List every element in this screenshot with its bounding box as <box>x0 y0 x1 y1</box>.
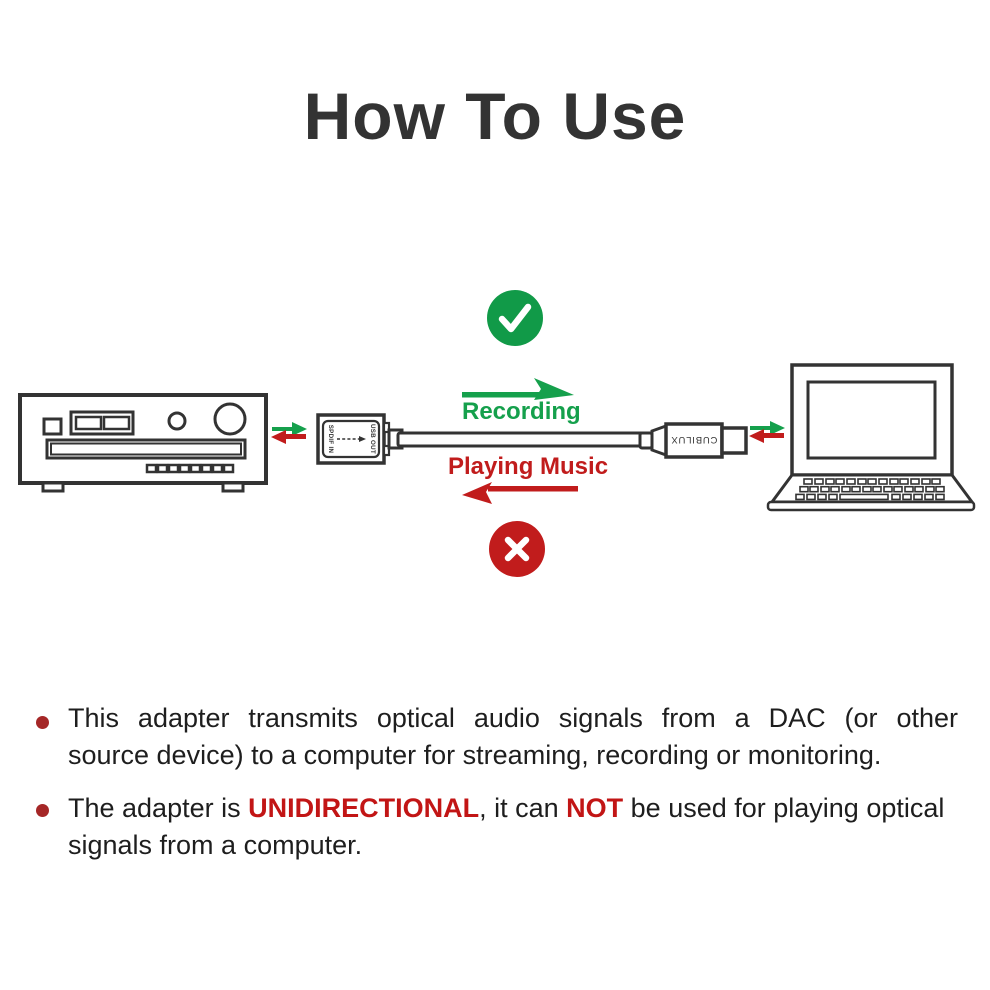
laptop-illustration <box>766 363 976 512</box>
bullet-dot <box>36 716 49 729</box>
page-title: How To Use <box>303 79 687 153</box>
note-line: The adapter is UNIDIRECTIONAL, it can NO… <box>68 793 945 823</box>
note-line: signals from a computer. <box>68 830 363 860</box>
check-icon <box>498 303 532 333</box>
adapter-input-label: SPDIF IN <box>327 425 334 454</box>
spdif-usb-adapter-illustration: SPDIF IN USB OUT <box>316 413 404 465</box>
adapter-output-label: USB OUT <box>369 424 376 454</box>
bullet-dot <box>36 804 49 817</box>
usb-brand-label: CUBILUX <box>671 434 718 445</box>
unidirectional-emphasis: UNIDIRECTIONAL <box>248 793 480 823</box>
note-unidirectional: The adapter is UNIDIRECTIONAL, it can NO… <box>68 790 958 864</box>
receiver-dac-illustration <box>18 393 268 493</box>
usb-cable-illustration <box>396 431 656 448</box>
swap-arrows-left-icon <box>271 422 307 444</box>
note-transmit: This adapter transmits optical audio sig… <box>68 700 958 774</box>
receiver-buttons <box>145 463 235 474</box>
swap-arrows-right-icon <box>749 421 785 443</box>
note-line: source device) to a computer for streami… <box>68 740 882 770</box>
note-line: This adapter transmits optical audio sig… <box>68 703 958 733</box>
playing-music-label: Playing Music <box>448 453 609 480</box>
playing-direction-arrow <box>462 482 578 504</box>
recording-label: Recording <box>462 398 581 425</box>
allowed-check-badge <box>487 290 543 346</box>
spacebar-key <box>839 493 889 501</box>
x-icon <box>504 536 530 562</box>
signal-direction-arrowhead <box>359 436 366 442</box>
forbidden-x-badge <box>489 521 545 577</box>
recording-direction-arrow <box>462 378 574 400</box>
not-emphasis: NOT <box>566 793 624 823</box>
usb-connector-illustration: CUBILUX <box>638 422 748 459</box>
laptop-keyboard <box>795 478 945 501</box>
